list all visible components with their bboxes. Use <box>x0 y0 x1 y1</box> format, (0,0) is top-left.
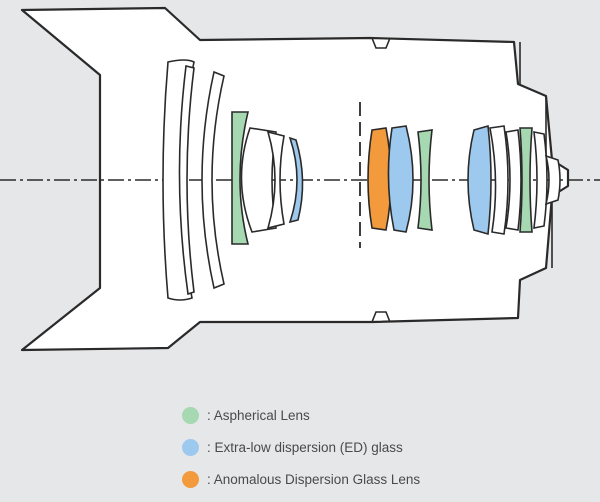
legend-label-ed: : Extra-low dispersion (ED) glass <box>207 439 403 455</box>
legend-item-anomalous: : Anomalous Dispersion Glass Lens <box>182 466 582 492</box>
legend: : Aspherical Lens : Extra-low dispersion… <box>182 402 582 498</box>
group1-lens-element-2-plain <box>178 65 195 296</box>
lens-elements <box>162 59 561 301</box>
anomalous-swatch-icon <box>182 470 199 488</box>
legend-item-aspherical: : Aspherical Lens <box>182 402 582 428</box>
group1-lens-element-3-plain <box>201 70 225 290</box>
legend-label-anomalous: : Anomalous Dispersion Glass Lens <box>207 471 421 487</box>
group1-lens-element-1-plain <box>162 59 195 301</box>
group1-lens-element-4-aspherical <box>231 111 250 245</box>
group2-lens-element-5-plain <box>489 125 509 235</box>
group2-lens-element-6-plain <box>505 129 522 231</box>
group2-lens-element-4-ed <box>467 124 492 236</box>
group2-lens-element-9-plain <box>544 154 561 206</box>
ed-swatch-icon <box>182 438 199 456</box>
group1-lens-element-6-plain <box>266 130 285 230</box>
group2-lens-element-7-aspherical <box>519 127 533 233</box>
group2-lens-element-1-anomalous <box>367 127 392 231</box>
legend-label-aspherical: : Aspherical Lens <box>207 407 310 423</box>
group2-lens-element-2-ed <box>387 125 414 233</box>
barrel-notch-top <box>371 37 391 49</box>
legend-item-ed: : Extra-low dispersion (ED) glass <box>182 434 582 460</box>
barrel-notch-bottom <box>371 311 391 323</box>
group2-lens-element-3-aspherical <box>417 129 433 231</box>
aspherical-swatch-icon <box>182 406 199 424</box>
lens-cross-section-diagram <box>0 6 600 352</box>
group1-lens-element-7-ed <box>288 136 304 224</box>
